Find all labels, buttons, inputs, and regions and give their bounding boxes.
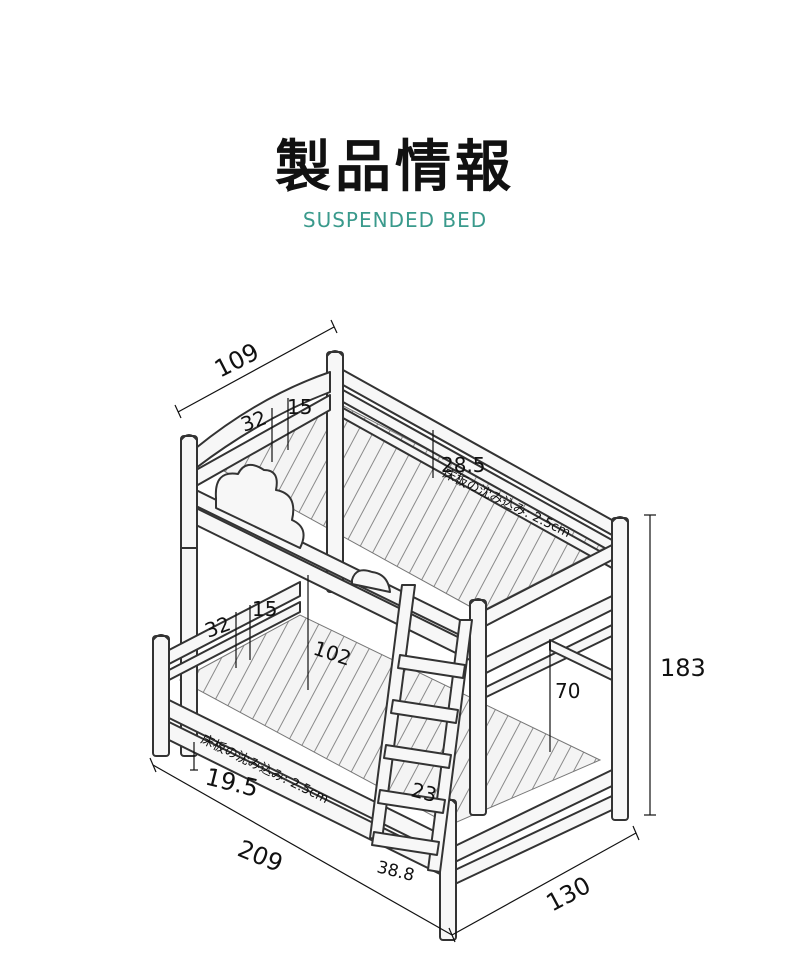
dim-length: 209 — [234, 835, 287, 878]
dim-height: 183 — [660, 654, 706, 682]
ladder — [369, 584, 473, 873]
dim-step-spacing: 23 — [409, 778, 440, 807]
dim-depth-front: 130 — [542, 871, 596, 917]
dim-ladder-height: 70 — [555, 679, 580, 703]
dimension-lines — [149, 319, 656, 943]
dim-guard-15-top: 15 — [287, 395, 312, 419]
dim-guard-15-bottom: 15 — [252, 597, 277, 621]
page-subtitle: SUSPENDED BED — [302, 208, 488, 232]
dim-ladder-width: 38.8 — [375, 857, 417, 886]
dim-width-top: 109 — [210, 338, 264, 384]
page-title: 製品情報 — [275, 135, 515, 200]
dim-rail-depth: 28.5 — [441, 453, 486, 477]
bed-frame — [152, 350, 629, 941]
